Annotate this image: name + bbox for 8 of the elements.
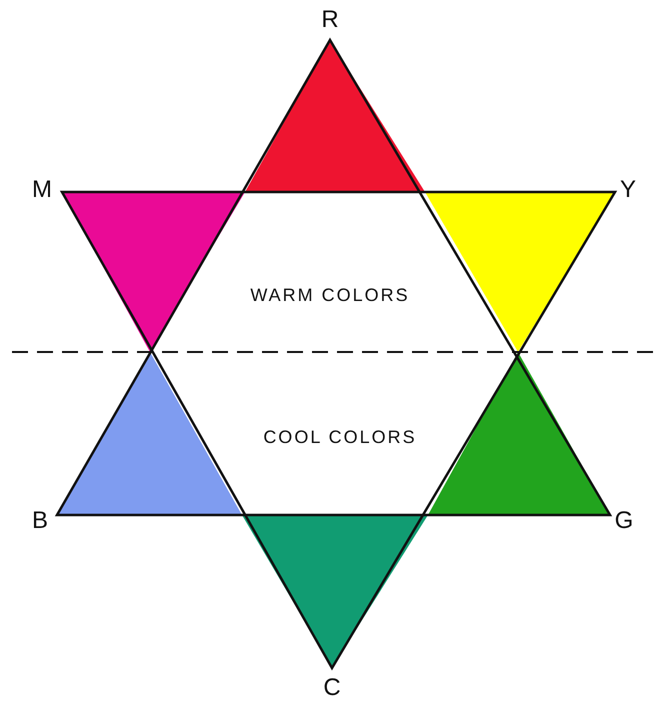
region-label: WARM COLORS [250, 286, 410, 304]
region-label: COOL COLORS [263, 428, 417, 446]
vertex-letter: M [32, 178, 52, 202]
vertex-letter: C [323, 676, 341, 700]
vertex-letter: G [614, 509, 634, 533]
vertex-letter: R [321, 8, 339, 32]
vertex-letter: Y [620, 178, 636, 202]
vertex-letter: B [32, 509, 48, 533]
